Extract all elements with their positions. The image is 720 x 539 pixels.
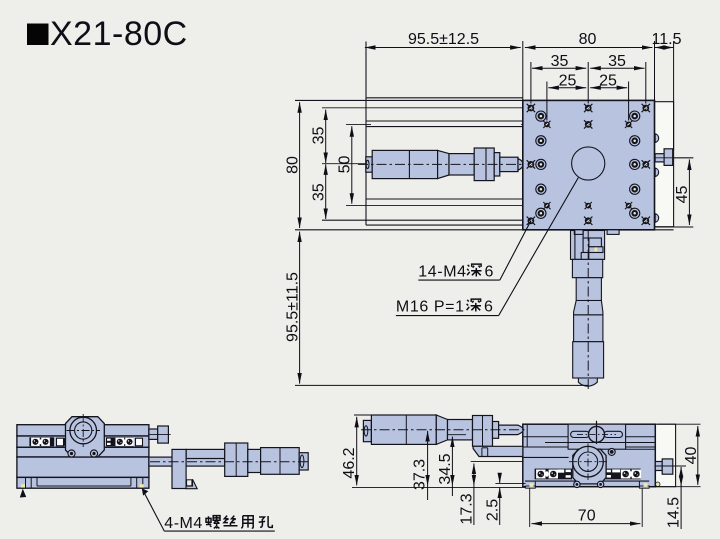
- svg-text:14.5: 14.5: [666, 497, 683, 528]
- svg-text:25: 25: [559, 73, 577, 90]
- svg-text:25: 25: [599, 73, 617, 90]
- svg-text:37.3: 37.3: [411, 459, 428, 490]
- svg-text:95.5±11.5: 95.5±11.5: [284, 272, 301, 342]
- svg-text:4-M4: 4-M4: [164, 515, 202, 532]
- svg-text:34.5: 34.5: [437, 453, 454, 484]
- svg-text:80: 80: [284, 156, 301, 174]
- svg-text:40: 40: [683, 447, 700, 465]
- svg-text:35: 35: [608, 53, 626, 70]
- svg-text:11.5: 11.5: [652, 31, 682, 48]
- svg-text:35: 35: [311, 127, 328, 145]
- svg-text:95.5±12.5: 95.5±12.5: [408, 31, 479, 48]
- svg-text:2.5: 2.5: [484, 499, 501, 521]
- svg-text:70: 70: [578, 507, 596, 524]
- svg-text:17.3: 17.3: [458, 493, 475, 524]
- svg-text:50: 50: [337, 156, 354, 174]
- svg-text:6: 6: [484, 299, 493, 316]
- svg-text:45: 45: [674, 186, 691, 204]
- svg-text:80: 80: [579, 31, 597, 48]
- svg-text:35: 35: [311, 183, 328, 201]
- svg-text:14-M4: 14-M4: [418, 264, 466, 281]
- svg-text:35: 35: [551, 53, 569, 70]
- svg-text:X21-80C: X21-80C: [50, 15, 188, 53]
- svg-text:46.2: 46.2: [341, 447, 358, 478]
- svg-text:M16 P=1: M16 P=1: [396, 299, 465, 316]
- svg-text:6: 6: [485, 264, 494, 281]
